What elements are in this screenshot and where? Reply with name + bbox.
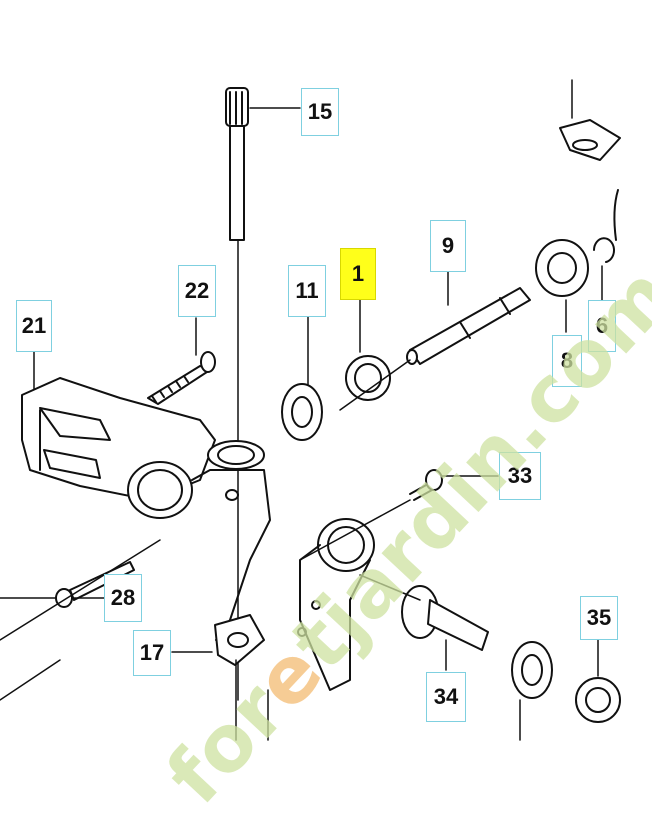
callout-34: 34 [426,672,466,722]
shaft-9 [339,271,531,411]
screw-22 [147,317,216,405]
callout-9: 9 [430,220,466,272]
cap-35 [575,639,621,723]
callout-22: 22 [178,265,216,317]
callout-28: 28 [104,574,142,622]
bolt-33 [299,469,499,561]
callout-33: 33 [499,452,541,500]
circlip-6 [593,237,615,301]
exploded-parts-diagram [0,79,621,741]
callout-11: 11 [288,265,326,317]
callout-6: 6 [588,300,616,352]
callout-21: 21 [16,300,52,352]
callout-8: 8 [552,335,582,387]
callout-15: 15 [301,88,339,136]
bearing-8 [535,239,589,333]
top-right-parts [559,79,621,241]
pin-34 [359,574,553,741]
seal-1 [345,299,391,401]
callout-17: 17 [133,630,171,676]
bearing-11 [281,315,323,441]
callout-1-highlighted: 1 [340,248,376,300]
callout-35: 35 [580,596,618,640]
